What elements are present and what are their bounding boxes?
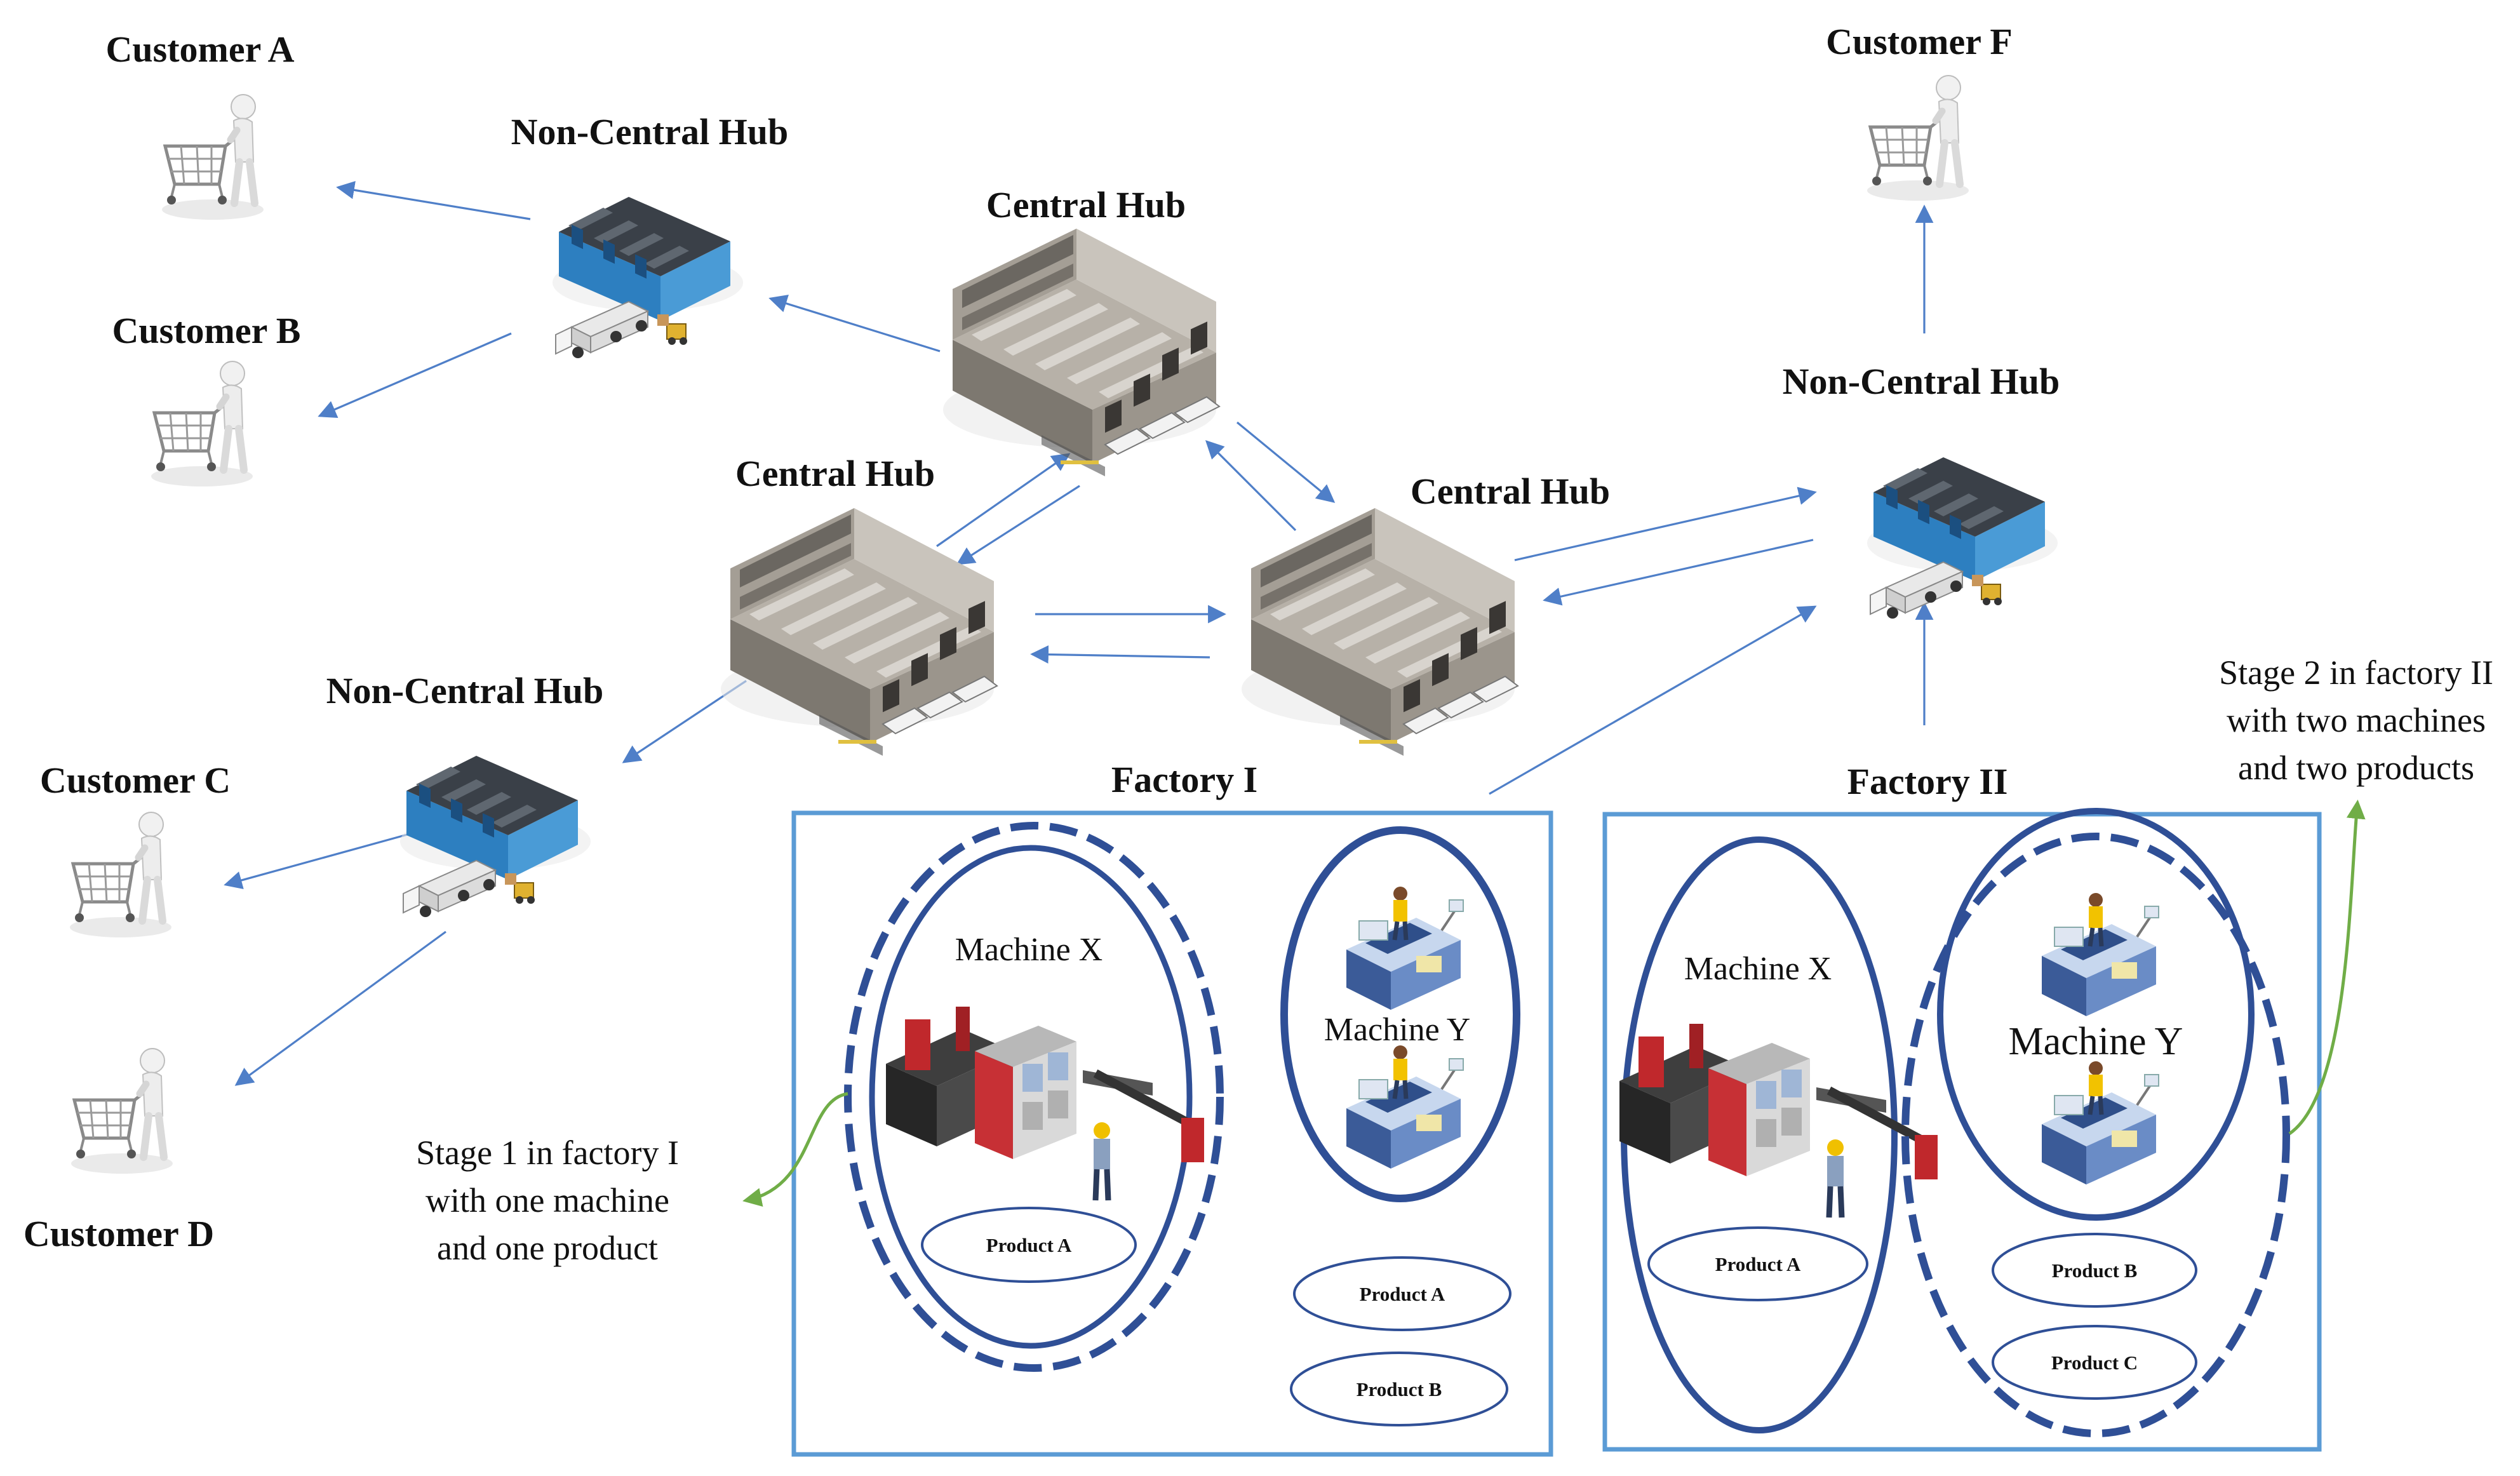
arrow-central3-to-nchub2 (1514, 486, 1817, 561)
factory-2-product-b-oval (1992, 1233, 2197, 1308)
arrow-nchub1-to-customer-a (336, 181, 531, 220)
arrow-nchub3-to-customer-c (224, 833, 410, 889)
central-hub-3-label: Central Hub (1411, 471, 1610, 512)
factory-2-product-label: Product B (2052, 1259, 2138, 1282)
factory-1-product-label: Product B (1357, 1378, 1442, 1400)
customer-cart-icon (162, 95, 264, 220)
machine-y-icon (1346, 1045, 1463, 1169)
factory-2-machine-y-label: Machine Y (2009, 1020, 2183, 1063)
non-central-hub-3: Non-Central Hub (326, 670, 604, 918)
factory-1-title: Factory I (1111, 759, 1257, 800)
arrow-nchub1-to-customer-b (318, 332, 512, 418)
warehouse-truck-icon (552, 196, 744, 359)
machine-x-icon (886, 1007, 1204, 1200)
stage-2-pointer-arrow (2288, 800, 2366, 1136)
customer-a-label: Customer A (106, 29, 295, 70)
stage-1-note-line: and one product (437, 1229, 658, 1267)
customer-b: Customer B (112, 310, 301, 486)
warehouse-truck-icon (399, 755, 591, 918)
central-hub-2: Central Hub (720, 453, 998, 756)
customer-cart-icon (1867, 76, 1969, 201)
non-central-hub-1: Non-Central Hub (511, 111, 789, 359)
arrow-central2-to-central1 (936, 453, 1071, 547)
factory-2-machine-y-ellipse (1937, 808, 2255, 1221)
factory-1-product-a-oval (921, 1207, 1137, 1283)
customer-a: Customer A (106, 29, 295, 220)
non-central-hub-2-label: Non-Central Hub (1783, 361, 2060, 402)
machine-y-icon (2042, 893, 2159, 1016)
factory-2-product-label: Product C (2051, 1352, 2138, 1374)
central-hub-3: Central Hub (1241, 471, 1610, 756)
factory-2: Factory II Machine X Product A Machine Y… (1602, 761, 2322, 1452)
stage-2-note-line: Stage 2 in factory II (2219, 654, 2493, 692)
stage-1-note-line: with one machine (426, 1181, 669, 1219)
customer-cart-icon (151, 361, 253, 486)
central-hub-1: Central Hub (942, 184, 1220, 477)
machine-y-icon (2042, 1061, 2159, 1184)
factory-2-product-c-oval (1992, 1325, 2197, 1400)
factory-2-machine-x-label: Machine X (1684, 951, 1832, 987)
non-central-hub-3-label: Non-Central Hub (326, 670, 604, 711)
stage-2-note-line: with two machines (2227, 701, 2486, 739)
central-hub-2-label: Central Hub (735, 453, 935, 494)
factory-1-machine-y-ellipse (1280, 826, 1520, 1202)
customer-cart-icon (70, 812, 171, 937)
factory-1-machine-x-label: Machine X (955, 932, 1102, 968)
warehouse-icon (720, 507, 998, 756)
arrow-central3-to-central1 (1205, 439, 1297, 532)
warehouse-truck-icon (1867, 457, 2058, 619)
factory-2-frame (1602, 812, 2322, 1452)
customer-d: Customer D (23, 1049, 214, 1254)
warehouse-icon (1241, 507, 1518, 756)
factory-1-product-label: Product A (1360, 1283, 1445, 1305)
non-central-hub-1-label: Non-Central Hub (511, 111, 789, 152)
factory-1-machine-x-ellipse (869, 845, 1193, 1349)
customer-f: Customer F (1826, 21, 2013, 201)
arrow-central1-to-central3 (1236, 421, 1336, 503)
factory-2-stage-ring (1901, 833, 2290, 1437)
arrow-factory1-to-nchub2 (1489, 605, 1817, 795)
factory-2-product-a-oval (1647, 1226, 1868, 1301)
factory-1-stage-ring (844, 822, 1224, 1372)
customer-f-label: Customer F (1826, 21, 2013, 62)
factory-2-product-label: Product A (1715, 1253, 1801, 1275)
arrow-central1-to-nchub1 (768, 294, 941, 352)
factory-1-frame (791, 810, 1553, 1457)
customer-c: Customer C (40, 760, 231, 937)
stage-2-note-line: and two products (2238, 749, 2474, 787)
arrow-nchub3-to-customer-d (234, 930, 446, 1086)
factory-2-title: Factory II (1847, 761, 2008, 802)
stage-1-note: Stage 1 in factory I with one machine an… (416, 1092, 848, 1267)
machine-y-icon (1346, 887, 1463, 1010)
central-hub-1-label: Central Hub (986, 184, 1186, 225)
stage-2-note: Stage 2 in factory II with two machines … (2219, 654, 2493, 1136)
arrow-central3-to-central2 (1030, 645, 1210, 664)
customer-d-label: Customer D (23, 1213, 214, 1254)
factory-1-product-b-oval (1290, 1352, 1508, 1426)
arrow-central1-to-central2 (956, 485, 1080, 565)
stage-1-note-line: Stage 1 in factory I (416, 1134, 679, 1172)
stage-1-pointer-arrow (742, 1092, 848, 1207)
non-central-hub-2: Non-Central Hub (1783, 361, 2060, 619)
customer-b-label: Customer B (112, 310, 301, 351)
factory-1-product-a-oval-2 (1293, 1256, 1511, 1331)
network-arrows (224, 181, 1934, 1086)
factory-1-product-label: Product A (986, 1234, 1072, 1256)
customer-c-label: Customer C (40, 760, 231, 801)
customer-cart-icon (71, 1049, 173, 1174)
arrow-nchub2-to-central3 (1543, 539, 1814, 606)
warehouse-icon (942, 228, 1220, 477)
factory-1-machine-y-label: Machine Y (1324, 1012, 1471, 1048)
factory-1: Factory I Machine X Product A Machine Y … (791, 759, 1553, 1457)
